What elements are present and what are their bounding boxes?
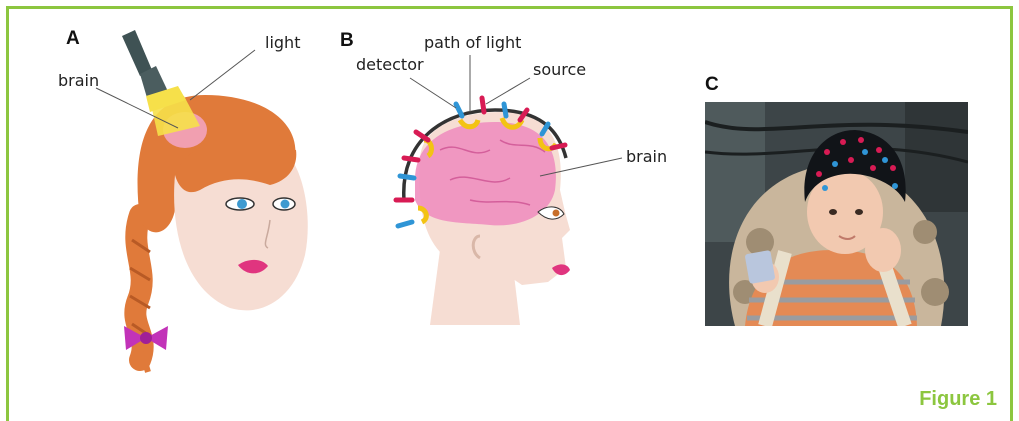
panel-b-illustration <box>0 0 700 421</box>
panel-c-letter: C <box>705 74 719 96</box>
infant-photo <box>705 102 968 326</box>
figure-label: Figure 1 <box>919 388 997 411</box>
source-leader-line <box>486 78 530 104</box>
detector-leader-line <box>410 78 456 108</box>
brain <box>415 122 556 225</box>
